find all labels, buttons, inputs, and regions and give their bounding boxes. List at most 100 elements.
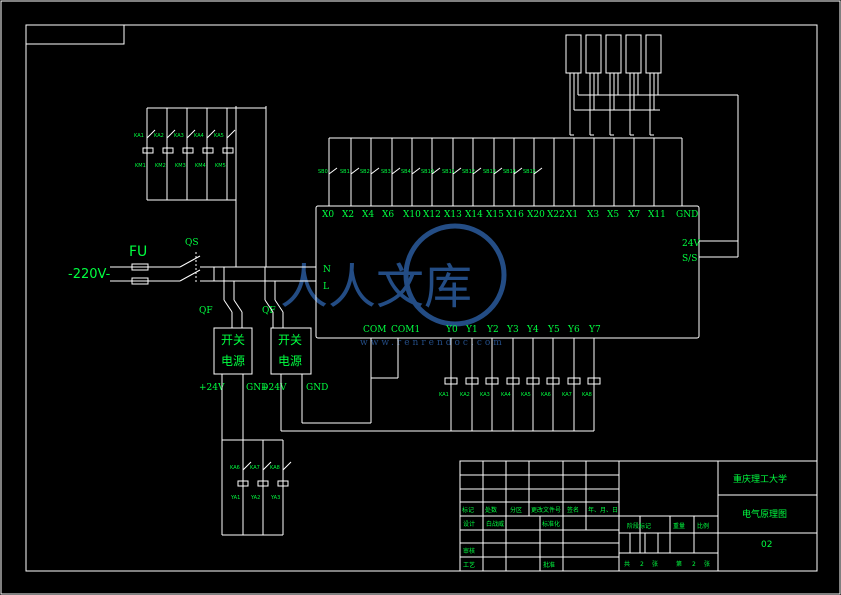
qs-label: QS xyxy=(185,238,199,248)
output-coil-4-icon xyxy=(506,377,520,385)
input-switch-1-icon xyxy=(328,167,338,175)
top-relay-coil-label: KM3 xyxy=(175,163,186,169)
input-switch-3-icon xyxy=(370,167,380,175)
plc-input-x15: X15 xyxy=(486,210,504,220)
tb-label-date: 年、月、日 xyxy=(588,506,618,514)
input-switch-8-icon xyxy=(472,167,482,175)
tb-label-docno: 更改文件号 xyxy=(531,506,561,514)
tb-title: 电气原理图 xyxy=(742,508,787,520)
lower-relay-coil-label: YA1 xyxy=(230,495,240,501)
plc-n: N xyxy=(323,265,331,275)
output-coil-label: KA7 xyxy=(562,392,572,398)
output-coil-label: KA8 xyxy=(582,392,592,398)
plc-24v: 24V xyxy=(682,239,700,249)
input-switch-label: SB0 xyxy=(318,169,328,175)
fuse-1-icon xyxy=(131,263,149,271)
psu-gnd-label: GND xyxy=(306,383,328,393)
tb-label-mark: 标记 xyxy=(462,506,474,514)
top-relay-contact-3-icon xyxy=(186,129,196,139)
plc-output-y1: Y1 xyxy=(465,325,478,335)
output-coil-7-icon xyxy=(567,377,581,385)
lower-relay-coil-3-icon xyxy=(277,480,289,487)
fuse-2-icon xyxy=(131,277,149,285)
corner-tag-box xyxy=(25,24,125,45)
output-coil-1-icon xyxy=(444,377,458,385)
tb-design: 设计 xyxy=(463,520,475,528)
qf2-label: QF xyxy=(262,306,276,316)
tb-label-count: 处数 xyxy=(485,506,497,514)
input-switch-label: SB3 xyxy=(381,169,391,175)
input-switch-11-icon xyxy=(533,167,543,175)
lower-relay-contact-label: KA7 xyxy=(250,465,260,471)
qs-contact-2-icon xyxy=(179,269,201,282)
plc-body xyxy=(315,205,700,339)
tb-total-unit: 张 xyxy=(652,560,658,568)
output-coil-6-icon xyxy=(546,377,560,385)
tb-cur-unit: 张 xyxy=(704,560,710,568)
title-block: 标记 处数 分区 更改文件号 签名 年、月、日 设计 白战威 标准化 审核 工艺… xyxy=(459,460,818,572)
plc-input-x0: X0 xyxy=(322,210,334,220)
tb-total: 共 xyxy=(624,560,630,568)
sensor-blocks xyxy=(565,34,738,136)
psu-1-line1: 开关 xyxy=(221,333,245,347)
plc-input-x3: X3 xyxy=(587,210,599,220)
tb-standard: 标准化 xyxy=(542,520,560,528)
tb-cur-n: 2 xyxy=(692,561,696,568)
lower-relay-contact-2-icon xyxy=(262,461,272,471)
tb-approve: 批准 xyxy=(543,561,555,569)
psu-2-box xyxy=(270,327,312,375)
top-relay-contact-1-icon xyxy=(146,129,156,139)
input-switch-6-icon xyxy=(431,167,441,175)
top-relay-coil-2-icon xyxy=(162,147,174,154)
tb-school: 重庆理工大学 xyxy=(733,473,787,485)
tb-label-sign: 签名 xyxy=(567,506,579,514)
plc-output-y6: Y6 xyxy=(567,325,580,335)
watermark-url: www.renrendoc.com xyxy=(360,338,505,348)
qf1-label: QF xyxy=(199,306,213,316)
plc-input-x16: X16 xyxy=(506,210,524,220)
input-switch-label: SB13 xyxy=(483,169,496,175)
sensor-1-icon xyxy=(565,34,582,74)
watermark-ring xyxy=(403,223,507,327)
tb-stage: 阶段标记 xyxy=(627,522,651,530)
tb-drawing-no: 02 xyxy=(761,540,772,550)
top-relay-contact-2-icon xyxy=(166,129,176,139)
tb-designer: 白战威 xyxy=(486,520,504,528)
plc-input-x22: X22 xyxy=(547,210,565,220)
input-switch-label: SB2 xyxy=(360,169,370,175)
qs-contact-1-icon xyxy=(179,255,201,268)
top-relay-contact-5-icon xyxy=(226,129,236,139)
fuse-label: FU xyxy=(129,244,147,260)
plc-input-x2: X2 xyxy=(342,210,354,220)
lower-relay-contact-1-icon xyxy=(242,461,252,471)
top-relay-coil-label: KM1 xyxy=(135,163,146,169)
supply-section: FU QS -220V- QF QF 开关 电源 开关 电源 + xyxy=(68,106,594,535)
output-coil-label: KA2 xyxy=(460,392,470,398)
output-coil-5-icon xyxy=(526,377,540,385)
plc-output-y7: Y7 xyxy=(588,325,601,335)
sensor-2-icon xyxy=(585,34,602,74)
input-switch-7-icon xyxy=(452,167,462,175)
qf2-contact-icon xyxy=(264,299,274,313)
plc-com: COM xyxy=(363,325,386,335)
plc-output-y4: Y4 xyxy=(526,325,539,335)
top-relay-contact-label: KA3 xyxy=(174,133,184,139)
plc-output-y3: Y3 xyxy=(506,325,519,335)
input-switch-9-icon xyxy=(493,167,503,175)
tb-process: 工艺 xyxy=(463,561,475,569)
sensor-4-icon xyxy=(625,34,642,74)
tb-label-zone: 分区 xyxy=(510,506,522,514)
plc-l: L xyxy=(323,282,329,292)
output-coil-label: KA3 xyxy=(480,392,490,398)
psu-2-out-gnd: GND xyxy=(246,383,268,393)
output-coil-label: KA4 xyxy=(501,392,511,398)
top-relay-contact-label: KA5 xyxy=(214,133,224,139)
top-relay-coil-1-icon xyxy=(142,147,154,154)
sensor-3-icon xyxy=(605,34,622,74)
